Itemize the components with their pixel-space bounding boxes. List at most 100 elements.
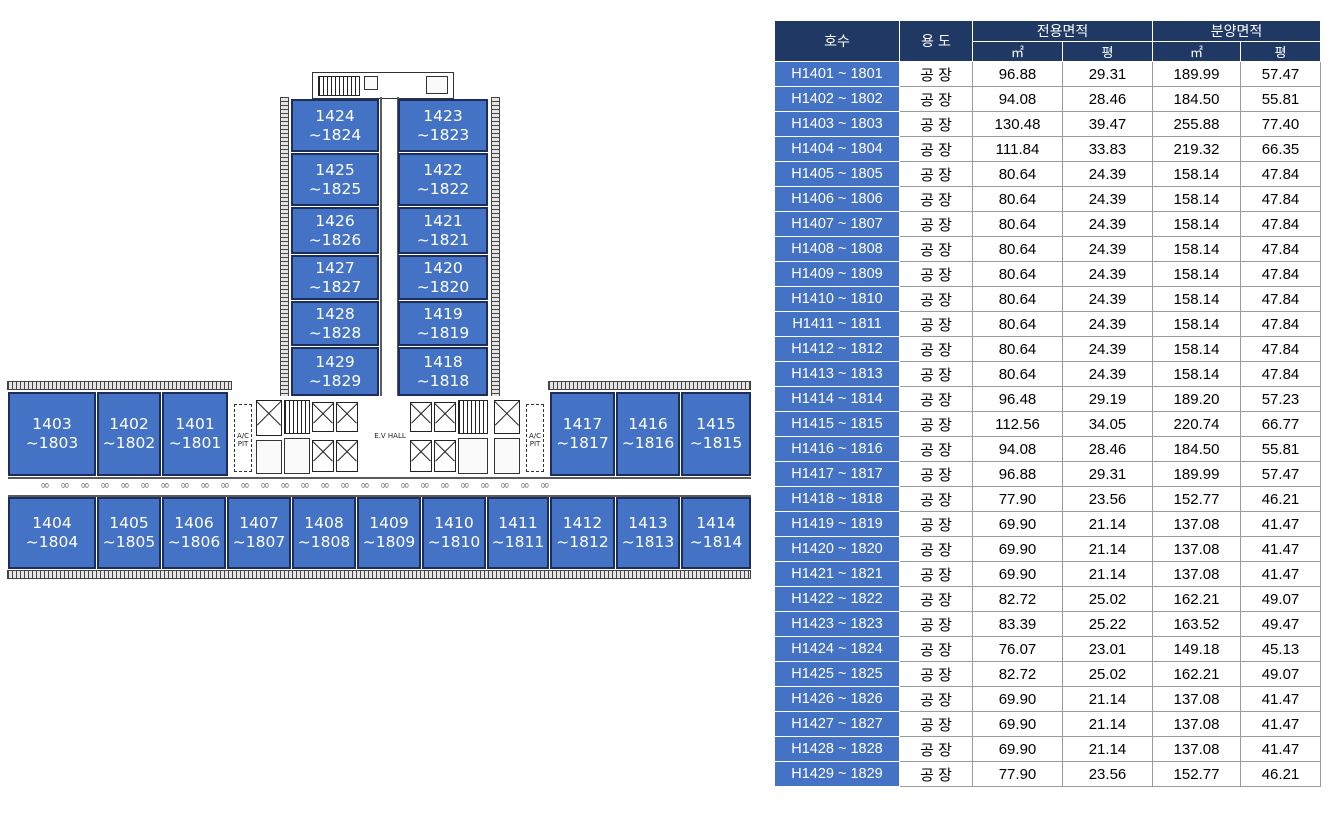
unit-1429[interactable]: 1429~1829	[291, 347, 379, 396]
cell-use: 공 장	[899, 461, 973, 487]
unit-1413[interactable]: 1413~1813	[616, 497, 680, 569]
unit-1423[interactable]: 1423~1823	[398, 99, 488, 152]
ev-hall-label: E.V HALL	[374, 432, 406, 440]
cell-sale-sqm: 137.08	[1152, 686, 1241, 712]
cell-sale-pyeong: 47.84	[1240, 286, 1321, 312]
cell-exclusive-sqm: 96.88	[972, 461, 1063, 487]
cell-exclusive-pyeong: 24.39	[1062, 311, 1153, 337]
unit-1426[interactable]: 1426~1826	[291, 207, 379, 254]
unit-range: ~1801	[168, 434, 222, 452]
col-header-exclusive-pyeong: 평	[1062, 41, 1153, 62]
unit-range: ~1809	[362, 533, 416, 551]
unit-label: 1406	[174, 514, 214, 532]
unit-1403[interactable]: 1403~1803	[8, 392, 96, 476]
cell-exclusive-sqm: 96.48	[972, 386, 1063, 412]
unit-range: ~1820	[416, 277, 470, 296]
cell-sale-sqm: 137.08	[1152, 561, 1241, 587]
unit-1417[interactable]: 1417~1817	[550, 392, 615, 476]
unit-label: 1428	[315, 304, 355, 323]
corridor-wall-bottom	[8, 495, 751, 497]
elevator-6	[410, 402, 432, 432]
unit-range: ~1823	[416, 125, 470, 144]
unit-1422[interactable]: 1422~1822	[398, 153, 488, 206]
unit-1404[interactable]: 1404~1804	[8, 497, 96, 569]
unit-1405[interactable]: 1405~1805	[97, 497, 161, 569]
cell-sale-pyeong: 66.35	[1240, 136, 1321, 162]
unit-range: ~1826	[308, 230, 362, 249]
unit-1419[interactable]: 1419~1819	[398, 301, 488, 346]
cell-exclusive-sqm: 80.64	[972, 261, 1063, 287]
cell-sale-sqm: 158.14	[1152, 311, 1241, 337]
unit-1427[interactable]: 1427~1827	[291, 255, 379, 300]
unit-1410[interactable]: 1410~1810	[422, 497, 486, 569]
cell-sale-pyeong: 47.84	[1240, 186, 1321, 212]
unit-label: 1429	[315, 352, 355, 371]
unit-1402[interactable]: 1402~1802	[97, 392, 161, 476]
cell-ho: H1409 ~ 1809	[774, 261, 900, 287]
cell-exclusive-pyeong: 21.14	[1062, 561, 1153, 587]
cell-sale-pyeong: 41.47	[1240, 686, 1321, 712]
cell-ho: H1404 ~ 1804	[774, 136, 900, 162]
cell-exclusive-sqm: 69.90	[972, 736, 1063, 762]
cell-use: 공 장	[899, 586, 973, 612]
unit-label: 1416	[628, 415, 668, 433]
cell-use: 공 장	[899, 436, 973, 462]
unit-range: ~1816	[621, 434, 675, 452]
unit-1412[interactable]: 1412~1812	[550, 497, 615, 569]
unit-1428[interactable]: 1428~1828	[291, 301, 379, 346]
unit-range: ~1817	[556, 434, 609, 452]
cell-ho: H1407 ~ 1807	[774, 211, 900, 237]
cell-ho: H1422 ~ 1822	[774, 586, 900, 612]
cell-sale-sqm: 163.52	[1152, 611, 1241, 637]
west-wing-top-wall	[7, 381, 232, 390]
unit-1424[interactable]: 1424~1824	[291, 99, 379, 152]
cell-exclusive-pyeong: 24.39	[1062, 186, 1153, 212]
unit-1407[interactable]: 1407~1807	[227, 497, 291, 569]
elevator-3	[336, 402, 358, 432]
cell-ho: H1401 ~ 1801	[774, 61, 900, 87]
cell-exclusive-pyeong: 24.39	[1062, 261, 1153, 287]
unit-1414[interactable]: 1414~1814	[681, 497, 751, 569]
unit-1408[interactable]: 1408~1808	[292, 497, 356, 569]
cell-ho: H1417 ~ 1817	[774, 461, 900, 487]
unit-1409[interactable]: 1409~1809	[357, 497, 421, 569]
unit-label: 1420	[423, 258, 463, 277]
unit-1411[interactable]: 1411~1811	[487, 497, 549, 569]
unit-1421[interactable]: 1421~1821	[398, 207, 488, 254]
cell-exclusive-pyeong: 21.14	[1062, 536, 1153, 562]
cell-sale-sqm: 149.18	[1152, 636, 1241, 662]
cell-sale-pyeong: 47.84	[1240, 361, 1321, 387]
unit-1420[interactable]: 1420~1820	[398, 255, 488, 300]
cell-exclusive-sqm: 69.90	[972, 711, 1063, 737]
unit-range: ~1814	[689, 533, 743, 551]
unit-1416[interactable]: 1416~1816	[616, 392, 680, 476]
unit-1406[interactable]: 1406~1806	[162, 497, 226, 569]
cell-sale-sqm: 162.21	[1152, 586, 1241, 612]
cell-ho: H1425 ~ 1825	[774, 661, 900, 687]
cell-exclusive-sqm: 69.90	[972, 561, 1063, 587]
unit-1418[interactable]: 1418~1818	[398, 347, 488, 396]
cell-sale-pyeong: 55.81	[1240, 86, 1321, 112]
cell-sale-sqm: 158.14	[1152, 336, 1241, 362]
cell-sale-sqm: 158.14	[1152, 211, 1241, 237]
ac-pit-right	[526, 404, 544, 472]
cell-sale-pyeong: 46.21	[1240, 761, 1321, 787]
unit-1401[interactable]: 1401~1801	[162, 392, 228, 476]
cell-sale-pyeong: 47.84	[1240, 211, 1321, 237]
shaft-left-b	[284, 438, 310, 474]
unit-1415[interactable]: 1415~1815	[681, 392, 751, 476]
unit-label: 1421	[423, 211, 463, 230]
cell-use: 공 장	[899, 761, 973, 787]
unit-1425[interactable]: 1425~1825	[291, 153, 379, 206]
top-stair	[318, 76, 360, 96]
unit-range: ~1827	[308, 277, 362, 296]
cell-sale-pyeong: 57.47	[1240, 461, 1321, 487]
cell-sale-sqm: 255.88	[1152, 111, 1241, 137]
